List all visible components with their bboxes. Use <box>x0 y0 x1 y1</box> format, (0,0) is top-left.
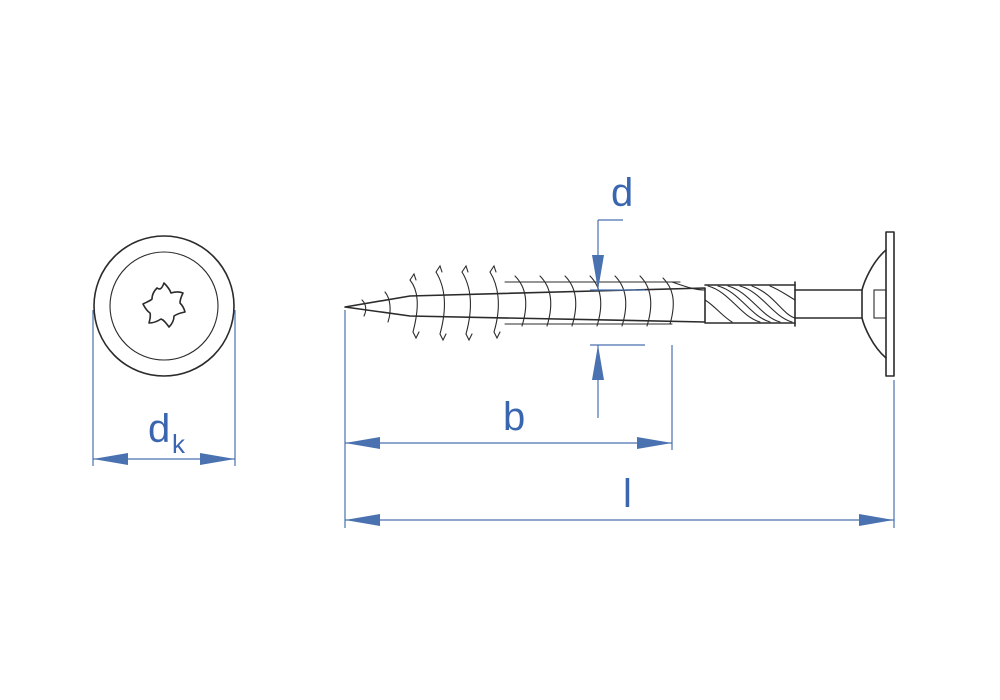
head-dome <box>861 249 887 359</box>
b-arrow-left <box>345 437 380 449</box>
head-flange <box>885 231 895 377</box>
thread-turn <box>564 275 577 327</box>
dimension-l: l <box>345 380 895 528</box>
cutting-thread <box>489 271 499 333</box>
threaded-core <box>344 281 706 323</box>
d-arrow-bottom <box>592 345 604 380</box>
milling-rib-4 <box>739 285 793 323</box>
head-inner-circle <box>109 251 219 361</box>
cutting-thread <box>384 291 391 323</box>
dk-arrow-right <box>200 453 235 465</box>
torx-drive-icon <box>142 282 186 328</box>
milling-rib-3 <box>727 285 781 323</box>
cutting-thread <box>461 271 471 335</box>
b-arrow-right <box>637 437 672 449</box>
thread-turn <box>639 275 652 327</box>
cutting-thread <box>435 271 445 335</box>
core-outline <box>344 287 706 323</box>
dimension-dk: d k <box>92 310 236 466</box>
dk-label-subscript: k <box>172 429 186 459</box>
screw-side-view <box>344 231 895 377</box>
thread-runout <box>671 281 706 291</box>
b-label: b <box>503 395 525 439</box>
thread-turn <box>539 275 552 327</box>
thread-turn <box>614 275 627 327</box>
milling-rib-2 <box>717 285 771 323</box>
thread-turn <box>514 275 527 327</box>
dk-label: d <box>148 407 170 451</box>
head-drive-recess <box>873 289 887 319</box>
cutting-thread <box>361 299 367 317</box>
milling-rib-5 <box>751 285 796 319</box>
dimension-d: d <box>590 171 645 418</box>
smooth-shank <box>794 289 863 319</box>
milling-zone <box>704 281 796 327</box>
dimension-b: b <box>344 310 673 528</box>
l-arrow-right <box>859 514 894 526</box>
thread-turns <box>361 264 681 342</box>
cutting-teeth <box>409 264 501 342</box>
d-label: d <box>611 171 633 215</box>
head-outer-circle <box>93 235 235 377</box>
thread-turn <box>589 275 602 327</box>
d-arrow-top <box>592 255 604 290</box>
l-label: l <box>623 472 632 516</box>
l-arrow-left <box>345 514 380 526</box>
washer-head <box>861 231 895 377</box>
milling-rib-1 <box>707 285 761 323</box>
milling-rib-6 <box>704 299 733 323</box>
head-top-view <box>93 235 235 377</box>
dimension-lines: d k b d l <box>92 171 895 528</box>
dk-arrow-left <box>93 453 128 465</box>
cutting-thread <box>409 279 418 333</box>
thread-turn <box>662 277 674 325</box>
milling-rib-7 <box>769 285 796 301</box>
